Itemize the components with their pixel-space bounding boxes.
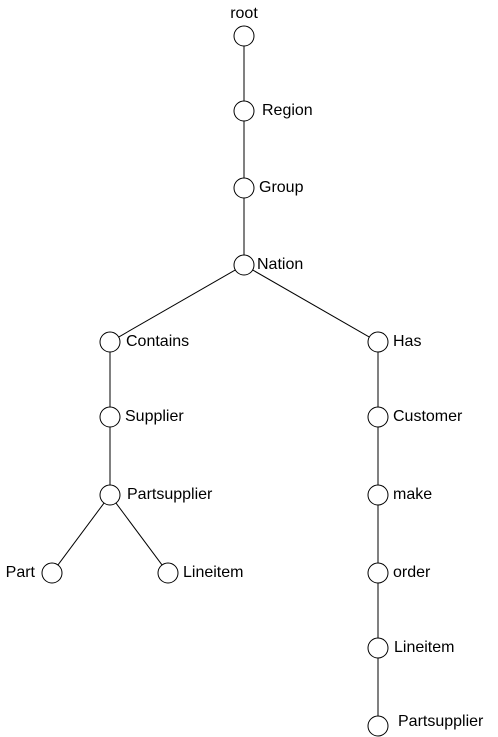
node-circle-make [367, 484, 389, 506]
node-region: Region [233, 100, 313, 122]
node-label-make: make [393, 486, 432, 503]
edge-nation-contains [118, 269, 236, 338]
node-label-order: order [393, 564, 431, 581]
node-label-has: Has [393, 333, 421, 350]
node-contains: Contains [99, 331, 189, 353]
node-label-nation: Nation [257, 256, 303, 273]
node-label-partsupplier1: Partsupplier [127, 486, 213, 503]
edge-partsupplier1-lineitem1 [115, 502, 163, 566]
node-circle-customer [367, 406, 389, 428]
node-circle-partsupplier1 [99, 484, 121, 506]
node-part: Part [6, 562, 63, 584]
node-lineitem1: Lineitem [157, 562, 243, 584]
node-label-contains: Contains [126, 333, 189, 350]
node-circle-lineitem2 [367, 637, 389, 659]
node-circle-has [367, 331, 389, 353]
node-label-supplier: Supplier [125, 408, 184, 425]
node-nation: Nation [233, 254, 303, 276]
node-circle-root [233, 25, 255, 47]
node-circle-region [233, 100, 255, 122]
node-label-customer: Customer [393, 408, 463, 425]
node-order: order [367, 562, 431, 584]
node-circle-partsupplier2 [367, 715, 389, 737]
node-label-region: Region [262, 102, 313, 119]
node-label-group: Group [259, 179, 304, 196]
node-label-root: root [230, 5, 258, 22]
node-lineitem2: Lineitem [367, 637, 454, 659]
node-label-lineitem1: Lineitem [183, 564, 243, 581]
node-customer: Customer [367, 406, 463, 428]
node-circle-contains [99, 331, 121, 353]
node-label-partsupplier2: Partsupplier [398, 713, 484, 730]
edge-partsupplier1-part [57, 502, 105, 566]
edge-nation-has [252, 269, 370, 338]
node-has: Has [367, 331, 421, 353]
node-supplier: Supplier [99, 406, 184, 428]
node-circle-part [41, 562, 63, 584]
node-make: make [367, 484, 432, 506]
node-partsupplier2: Partsupplier [367, 713, 484, 737]
node-root: root [230, 5, 258, 47]
node-circle-nation [233, 254, 255, 276]
node-partsupplier1: Partsupplier [99, 484, 213, 506]
node-group: Group [233, 177, 304, 199]
tree-edges [57, 46, 379, 716]
node-label-lineitem2: Lineitem [394, 639, 454, 656]
node-label-part: Part [6, 564, 36, 581]
tree-nodes: rootRegionGroupNationContainsSupplierPar… [6, 5, 484, 737]
node-circle-order [367, 562, 389, 584]
node-circle-group [233, 177, 255, 199]
node-circle-supplier [99, 406, 121, 428]
node-circle-lineitem1 [157, 562, 179, 584]
